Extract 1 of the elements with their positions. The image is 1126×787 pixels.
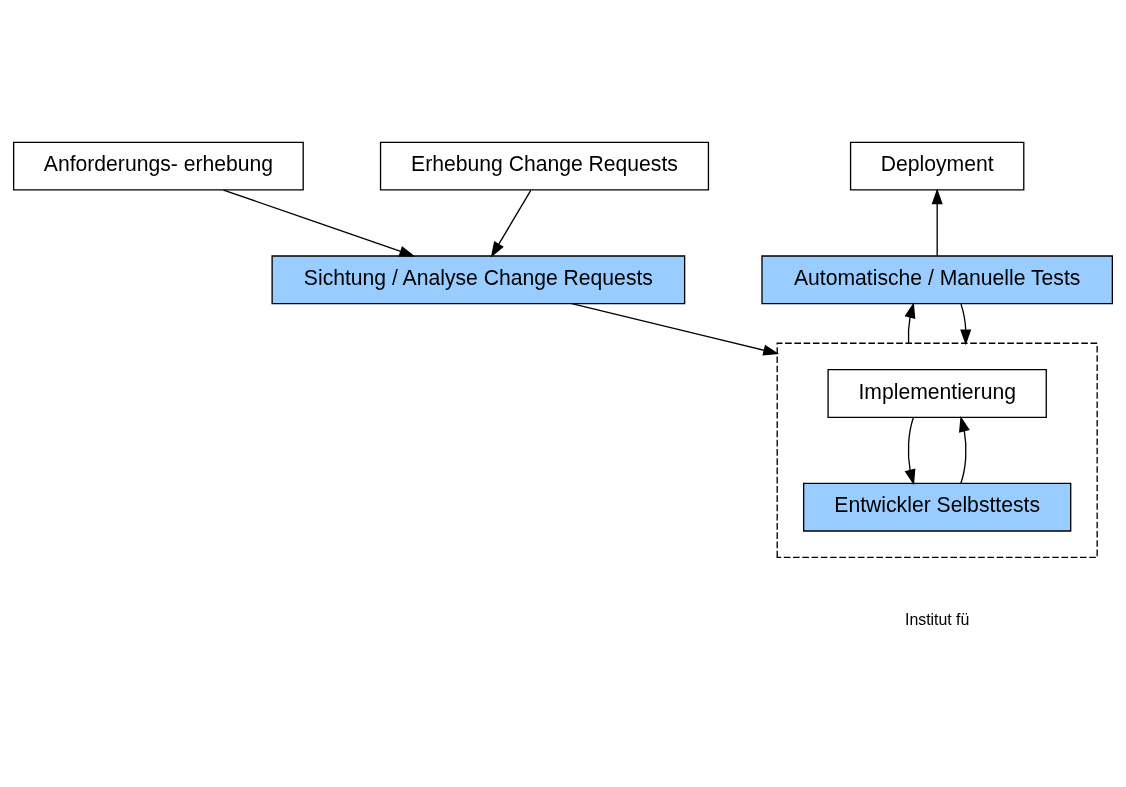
label: Institut fü (904, 611, 970, 629)
